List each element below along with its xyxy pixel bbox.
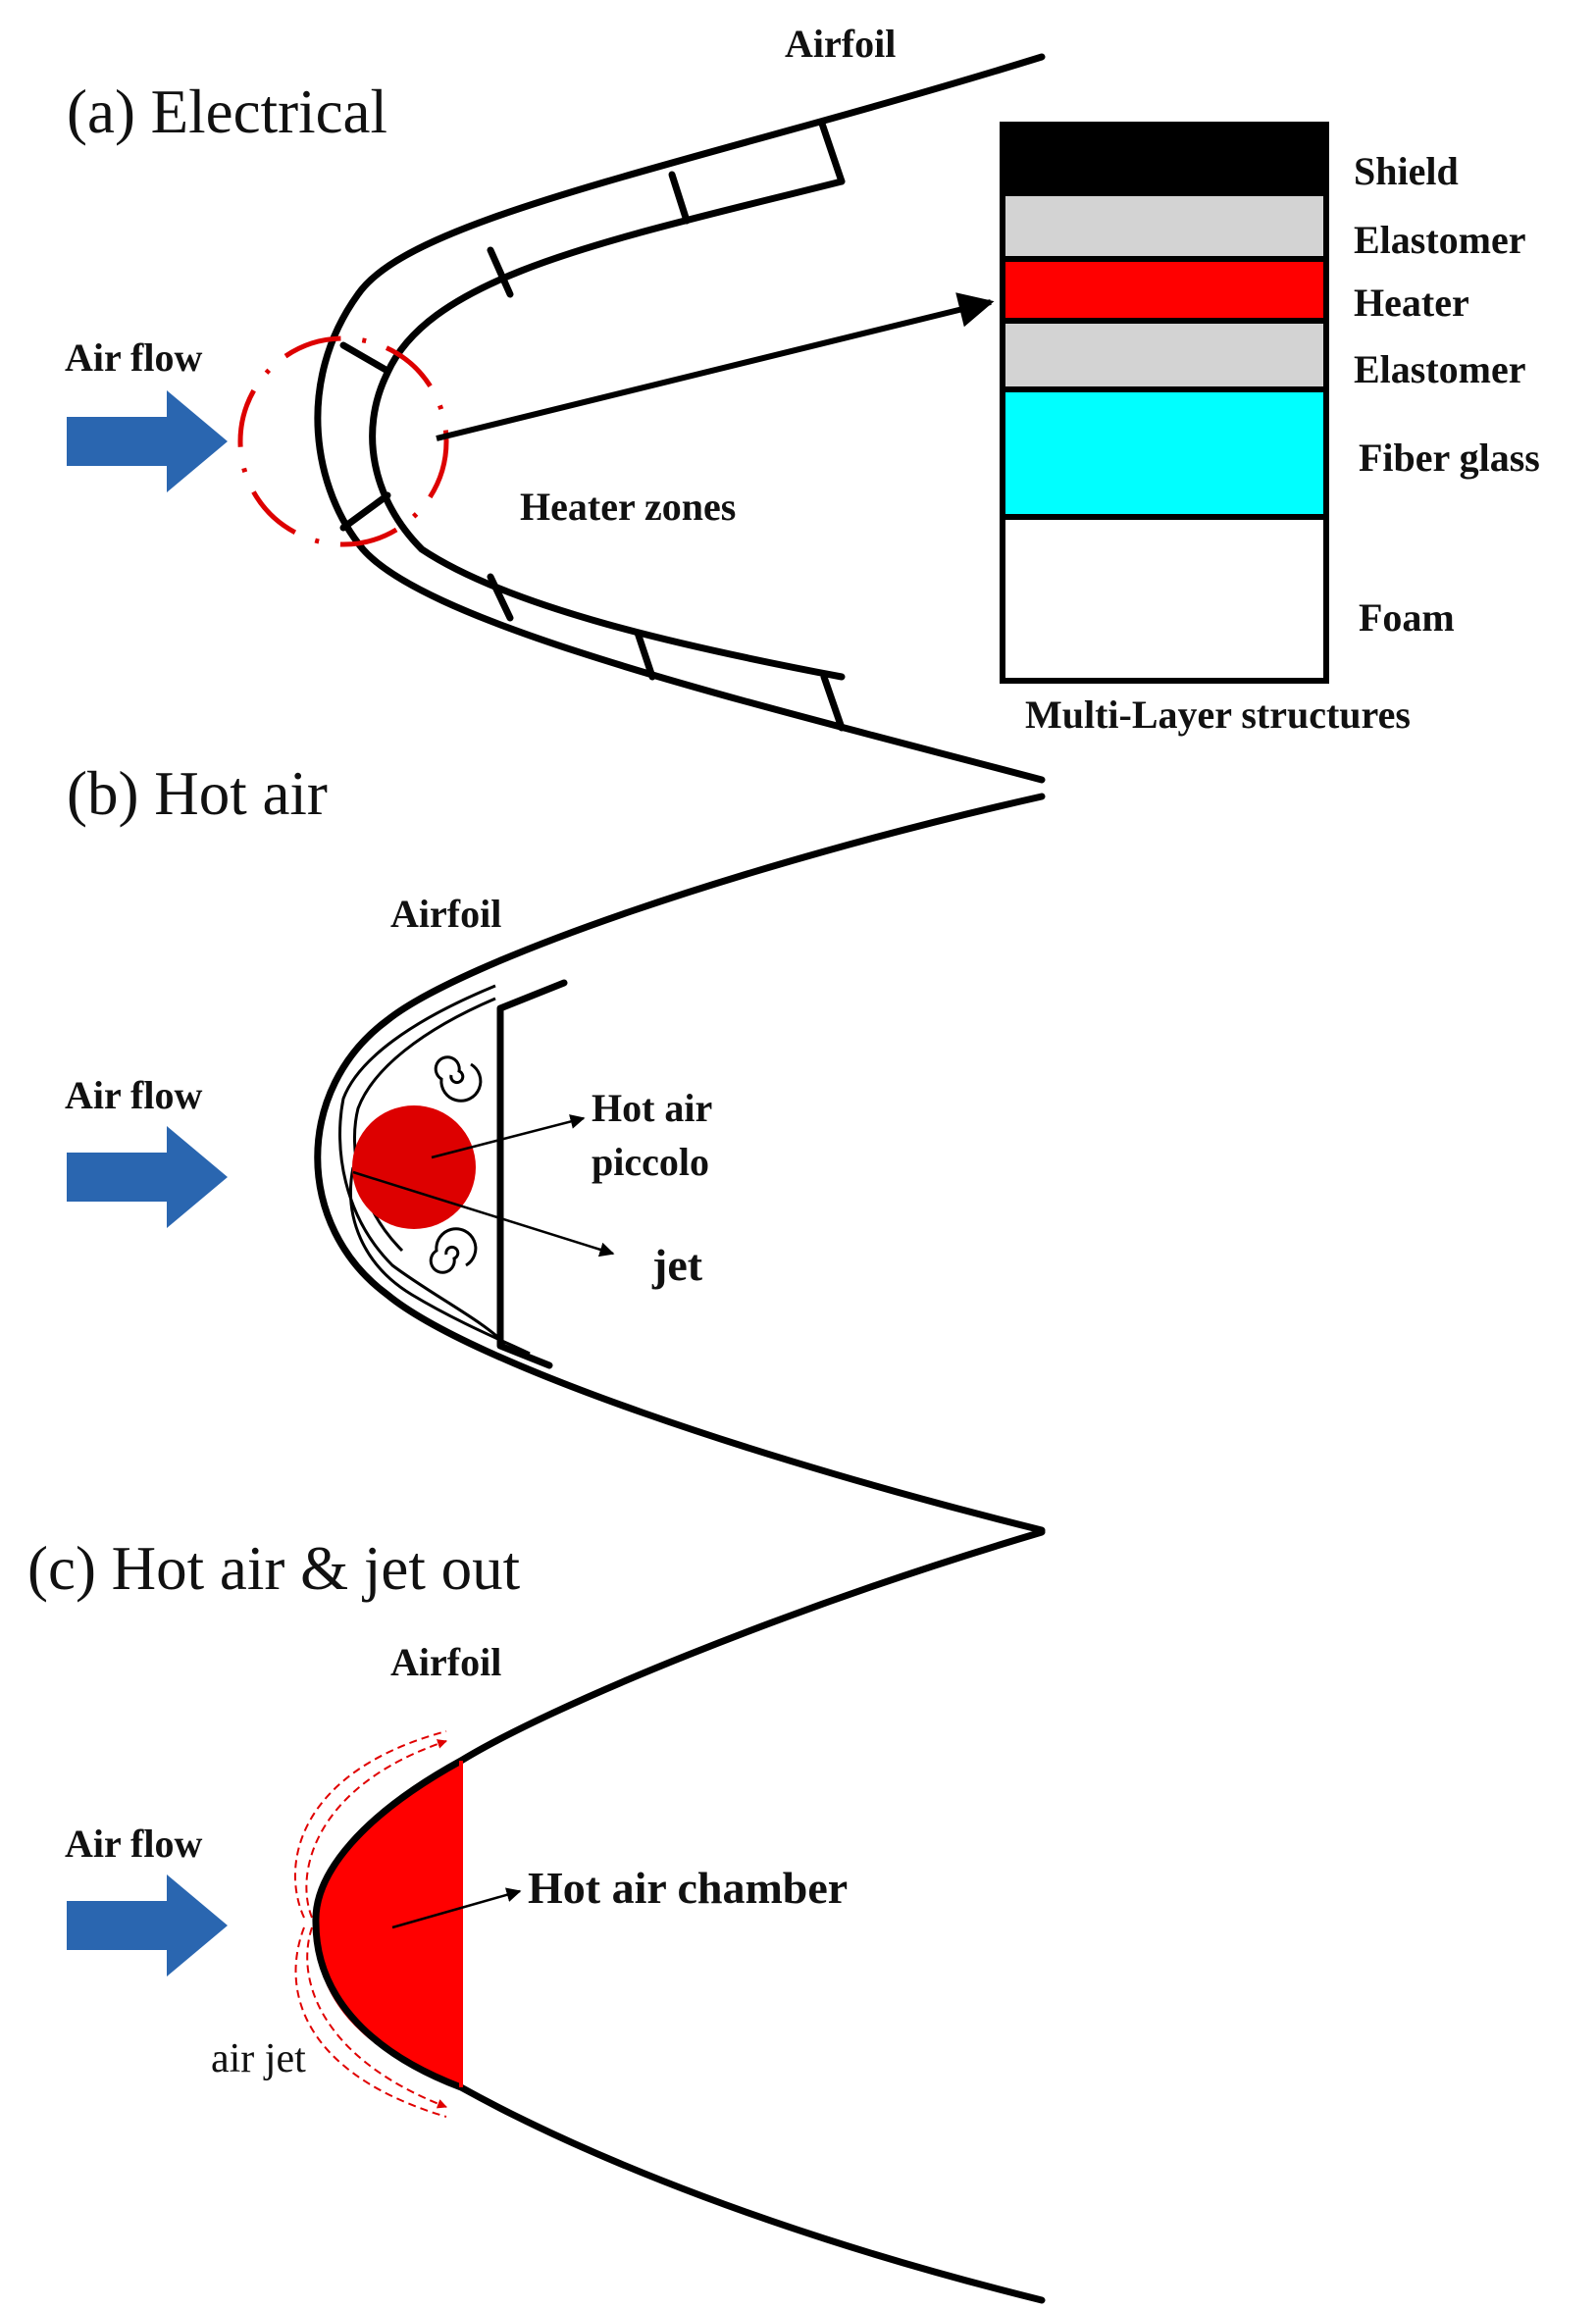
airfoil-label-c: Airfoil [390,1640,501,1684]
airflow-label-b: Air flow [65,1073,202,1117]
jet-label: jet [651,1240,703,1290]
panel-a: (a) Electrical Airfoil Air flow Heater z… [65,22,1540,784]
layer-elastomer-2 [1000,318,1329,392]
panel-c-title: (c) Hot air & jet out [27,1534,521,1603]
air-jet-label: air jet [211,2036,306,2081]
airfoil-label-a: Airfoil [785,22,896,66]
panel-c: (c) Hot air & jet out Airfoil Hot air ch… [27,1528,1046,2304]
heater-band-inner-line [369,178,846,681]
jet-leader-arrow [352,1170,615,1258]
multilayer-stack [1000,122,1329,684]
panel-b: (b) Hot air Airfoil Hot air piccolo jet … [65,759,1046,1534]
layer-shield [1000,122,1329,196]
chamber-label: Hot air chamber [528,1863,848,1913]
heater-zones-label: Heater zones [520,485,736,529]
layer-label-elastomer-1: Elastomer [1354,218,1526,262]
chamber-leader-arrow [391,1887,522,1929]
heater-zone-highlight [237,335,449,547]
airfoil-outline-c [312,1528,1046,2304]
air-jet-flow-lines [293,1730,447,2118]
layer-label-elastomer-2: Elastomer [1354,347,1526,391]
multilayer-caption: Multi-Layer structures [1025,693,1411,737]
airflow-label-a: Air flow [65,335,202,380]
piccolo-leader-arrow [431,1114,586,1159]
piccolo-label-line2: piccolo [592,1140,709,1184]
hot-air-chamber [315,1761,461,2087]
zone-to-stack-arrow [436,292,995,441]
heater-zone-dividers [339,171,691,681]
airfoil-label-b: Airfoil [390,892,501,936]
airflow-arrow-c [67,1874,228,1976]
airfoil-outline-b [314,793,1046,1534]
layer-elastomer-1 [1000,190,1329,262]
heater-band-cap-top [818,120,846,185]
layer-foam [1000,514,1329,684]
piccolo-plate [496,979,568,1369]
panel-b-title: (b) Hot air [67,759,328,828]
layer-fiber-glass [1000,386,1329,520]
inner-flow-line-1 [338,984,507,1346]
airflow-label-c: Air flow [65,1822,202,1866]
heater-band-cap-bottom [820,673,846,732]
layer-label-foam: Foam [1359,595,1455,640]
panel-a-title: (a) Electrical [67,77,387,146]
airflow-arrow-a [67,390,228,492]
layer-label-shield: Shield [1354,149,1459,193]
inner-flow-line-blue [349,1166,531,1356]
layer-label-heater: Heater [1354,281,1469,325]
airflow-arrow-b [67,1126,228,1228]
hot-air-piccolo [352,1105,476,1229]
piccolo-label-line1: Hot air [592,1086,712,1130]
layer-heater [1000,256,1329,324]
airfoil-outline-a [314,53,1046,784]
layer-label-fiber-glass: Fiber glass [1359,436,1540,480]
vortex-swirls [429,1055,483,1274]
